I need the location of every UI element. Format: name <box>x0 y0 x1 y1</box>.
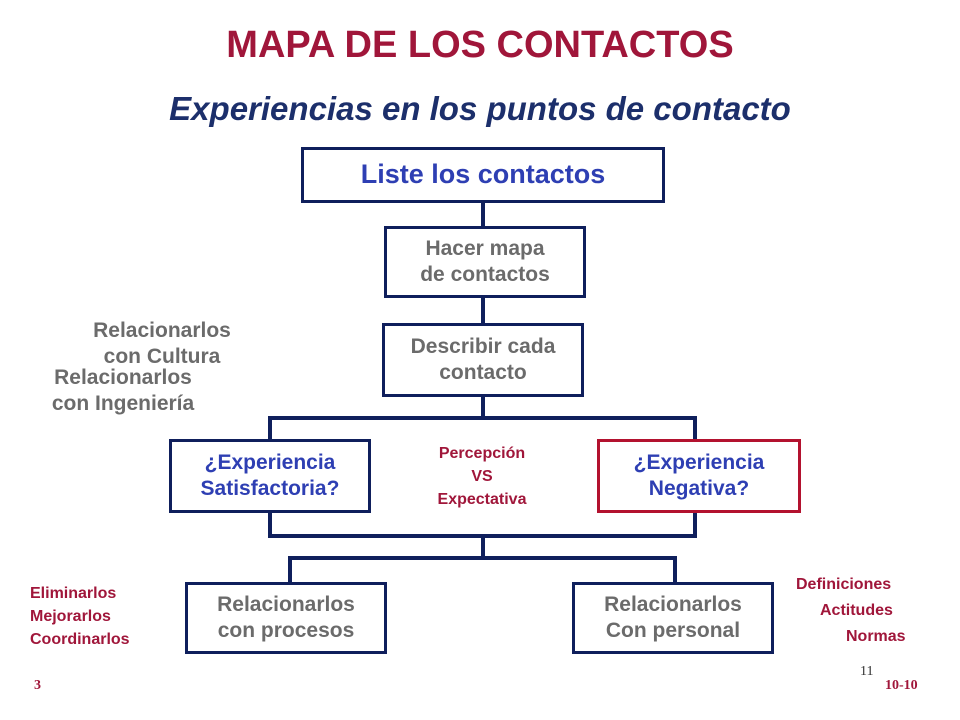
footer-left-number: 3 <box>34 678 41 693</box>
split-bar <box>288 556 677 582</box>
processes-label: Relacionarlos con procesos <box>217 592 355 642</box>
actions-note: Eliminarlos Mejorarlos Coordinarlos <box>30 585 130 649</box>
personnel-label: Relacionarlos Con personal <box>604 592 742 642</box>
page-title: MAPA DE LOS CONTACTOS <box>226 24 734 66</box>
bracket-bottom <box>268 512 697 538</box>
map-contacts-box: Hacer mapa de contactos <box>384 226 586 298</box>
attitudes-note: Actitudes <box>820 602 893 619</box>
page-number: 11 <box>860 664 874 679</box>
satisfactory-experience-box: ¿Experiencia Satisfactoria? <box>169 439 371 513</box>
satisfactory-experience-label: ¿Experiencia Satisfactoria? <box>200 450 340 500</box>
list-contacts-label: Liste los contactos <box>360 159 606 190</box>
page-subtitle: Experiencias en los puntos de contacto <box>169 90 791 127</box>
definitions-note: Definiciones <box>796 576 892 593</box>
bracket-top <box>268 416 697 440</box>
footer-right-code: 10-10 <box>885 678 918 693</box>
describe-contact-box: Describir cada contacto <box>382 323 584 397</box>
negative-experience-label: ¿Experiencia Negativa? <box>633 450 765 500</box>
perception-note: Percepción VS Expectativa <box>437 445 527 509</box>
norms-note: Normas <box>846 628 906 645</box>
personnel-box: Relacionarlos Con personal <box>572 582 774 654</box>
negative-experience-box: ¿Experiencia Negativa? <box>597 439 801 513</box>
describe-contact-label: Describir cada contacto <box>410 334 556 384</box>
engineering-note: Relacionarlos con Ingeniería <box>51 366 195 416</box>
map-contacts-label: Hacer mapa de contactos <box>420 236 550 286</box>
list-contacts-box: Liste los contactos <box>301 147 665 203</box>
culture-note: Relacionarlos con Cultura <box>93 319 231 369</box>
processes-box: Relacionarlos con procesos <box>185 582 387 654</box>
